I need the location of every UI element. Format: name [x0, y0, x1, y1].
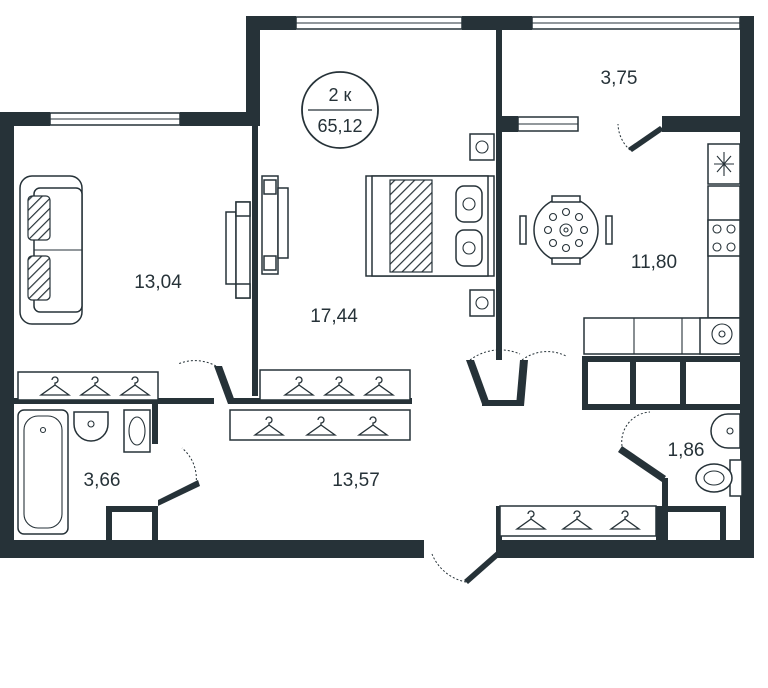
- bathtub-icon: [17, 409, 69, 535]
- washbasin-icon: [73, 411, 109, 442]
- toilet-icon: [695, 459, 743, 497]
- door-swings: [177, 123, 664, 583]
- washing-machine-icon: [123, 409, 151, 453]
- wardrobe-bedroom: [259, 369, 411, 401]
- apartment-rooms-label: 2 к: [329, 85, 352, 105]
- dining-table-icon: [519, 195, 613, 265]
- fridge-icon: [707, 143, 741, 185]
- apartment-badge: 2 к 65,12: [301, 71, 379, 149]
- living-room-area: 13,04: [134, 272, 182, 293]
- sink-icon: [699, 317, 741, 355]
- sofa-icon: [19, 175, 83, 325]
- bedroom-area: 17,44: [310, 306, 358, 327]
- nightstand-bottom: [469, 289, 495, 317]
- walls: [0, 16, 754, 584]
- windows: [49, 16, 741, 132]
- tv-icon: [225, 201, 251, 299]
- wardrobe-hall: [229, 409, 411, 441]
- bathroom-area: 3,66: [84, 470, 121, 491]
- nightstand-top: [469, 133, 495, 161]
- apartment-total-area: 65,12: [317, 116, 362, 136]
- wc-washbasin-icon: [710, 413, 741, 449]
- tv-stand-icon: [261, 175, 289, 275]
- wardrobe-living: [17, 371, 159, 401]
- stove-icon: [707, 219, 741, 257]
- balcony-area: 3,75: [601, 68, 638, 89]
- kitchen-area: 11,80: [631, 252, 677, 273]
- hall-area: 13,57: [332, 470, 380, 491]
- bed-icon: [365, 175, 495, 277]
- wc-area: 1,86: [668, 440, 705, 461]
- wardrobe-hall-bottom: [499, 505, 657, 537]
